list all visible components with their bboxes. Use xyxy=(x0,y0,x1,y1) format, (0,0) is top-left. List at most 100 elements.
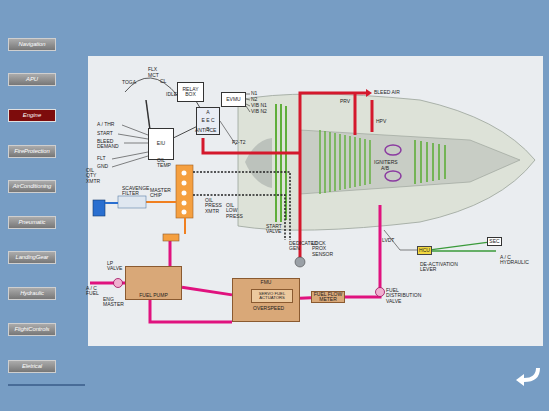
menu-button: FlightControls xyxy=(8,323,56,336)
node-text: RELAY BOX xyxy=(178,87,203,98)
connector-line xyxy=(182,287,232,295)
node-text: FUEL FLOW METER xyxy=(312,292,344,303)
fan-blades xyxy=(276,104,286,222)
generator-symbol xyxy=(295,257,305,267)
distribution-valve-symbol xyxy=(376,288,385,297)
menu-button: AirConditioning xyxy=(8,180,56,193)
component-label: FLX xyxy=(148,67,157,72)
component-label: DE-ACTIVATION LEVER xyxy=(420,262,470,273)
component-label: N1 xyxy=(251,91,257,96)
connector xyxy=(300,297,311,299)
node-text: Engine xyxy=(23,112,41,118)
relay-box: RELAY BOX xyxy=(177,82,204,102)
menu-button: Eletrical xyxy=(8,360,56,373)
component-label: LVDT xyxy=(382,238,394,243)
component-label: MCT xyxy=(148,73,159,78)
node-text: Pneumatic xyxy=(19,219,46,225)
component-label: LOCK PROX SENSOR xyxy=(312,241,340,257)
lp-valve-symbol xyxy=(114,279,123,288)
connector xyxy=(174,127,196,138)
return-arrow xyxy=(516,368,540,386)
component-label: START xyxy=(97,131,113,136)
oil-tank xyxy=(93,200,105,216)
scavenge-line xyxy=(105,202,118,204)
component-label: SCAVENGE FILTER xyxy=(122,186,148,197)
fuel-pump-box: FUEL PUMP xyxy=(125,266,182,300)
node-text: AirConditioning xyxy=(13,183,51,189)
component-label: MASTER CHIP xyxy=(150,188,172,199)
node-text: Hydraulic xyxy=(20,290,44,296)
combustor xyxy=(385,145,401,155)
component-label: FLT xyxy=(97,156,106,161)
combustor xyxy=(385,171,401,181)
component-label: CL xyxy=(160,79,166,84)
scavenge-filter xyxy=(118,196,146,208)
node-text: EIU xyxy=(157,141,165,146)
connector-line xyxy=(432,242,487,249)
engine-nacelle xyxy=(238,94,535,230)
oil-unit-ports xyxy=(182,171,187,215)
oil-unit xyxy=(176,165,193,218)
engine-core xyxy=(300,130,520,194)
node-text: FUEL PUMP xyxy=(139,293,167,298)
menu-button: APU xyxy=(8,73,56,86)
component-label: A / C HYDRAULIC xyxy=(500,255,538,266)
oil-line xyxy=(146,202,185,234)
actuator-box: SERVO FUEL ACTUATORS xyxy=(251,289,293,303)
component-label: DEDICATED GEN xyxy=(289,241,313,252)
menu-button: LandingGear xyxy=(8,251,56,264)
spinner xyxy=(245,138,272,188)
compressor-stages xyxy=(320,130,370,194)
flow-meter-box: FUEL FLOW METER xyxy=(311,291,345,303)
evmu-box: EVMU xyxy=(221,92,246,107)
node-text: E E C xyxy=(201,118,214,123)
component-label: HPV xyxy=(376,119,386,124)
component-label: OVERSPEED xyxy=(253,306,284,311)
component-label: FUEL DISTRIBUTION VALVE xyxy=(386,288,432,304)
component-label: OIL QTY XMTR xyxy=(86,168,104,184)
component-label: IDLE xyxy=(166,92,177,97)
component-label: A / C FUEL xyxy=(86,286,104,297)
fuel-line xyxy=(90,205,380,322)
component-label: START VALVE xyxy=(266,224,290,235)
node-text: HCU xyxy=(419,248,430,253)
component-label: LP VALVE xyxy=(107,261,127,272)
node-text: SERVO FUEL ACTUATORS xyxy=(252,292,292,301)
menu-button: Engine xyxy=(8,109,56,122)
eiu-box: EIU xyxy=(148,128,174,160)
component-label: N2 xyxy=(251,97,257,102)
component-label: P2-T2 xyxy=(232,140,246,145)
node-text: FireProtection xyxy=(14,148,49,154)
component-label: OIL PRESS XMTR xyxy=(205,198,223,214)
menu-button: Hydraulic xyxy=(8,287,56,300)
component-label: PRV xyxy=(340,99,350,104)
component-label: A/B xyxy=(381,166,389,171)
bleed-air-pipe xyxy=(203,93,372,258)
component-label: ANTI-ICE xyxy=(195,128,216,133)
connector xyxy=(182,287,232,295)
fuel-cooler xyxy=(163,234,179,241)
menu-button: Pneumatic xyxy=(8,216,56,229)
connector-line xyxy=(300,296,311,300)
connector xyxy=(432,242,487,249)
component-label: GND xyxy=(97,164,108,169)
hydraulic-line xyxy=(432,250,496,252)
node-text: A xyxy=(206,110,209,115)
sec-box: SEC xyxy=(487,237,502,246)
oil-return-line xyxy=(193,172,290,240)
menu-button: Navigation xyxy=(8,38,56,51)
menu-underline xyxy=(8,385,85,386)
throttle-lever xyxy=(146,100,150,130)
node-text: FMU xyxy=(261,280,272,285)
component-label: BLEED AIR xyxy=(374,90,400,95)
node-text: SEC xyxy=(489,239,499,244)
component-label: ENG MASTER xyxy=(103,297,125,308)
component-label: IGNITERS xyxy=(374,160,398,165)
diagram-panel xyxy=(88,56,543,346)
node-text: FlightControls xyxy=(15,326,50,332)
component-label: BLEED DEMAND xyxy=(97,139,119,150)
node-text: EVMU xyxy=(226,97,240,102)
node-text: LandingGear xyxy=(16,254,49,260)
